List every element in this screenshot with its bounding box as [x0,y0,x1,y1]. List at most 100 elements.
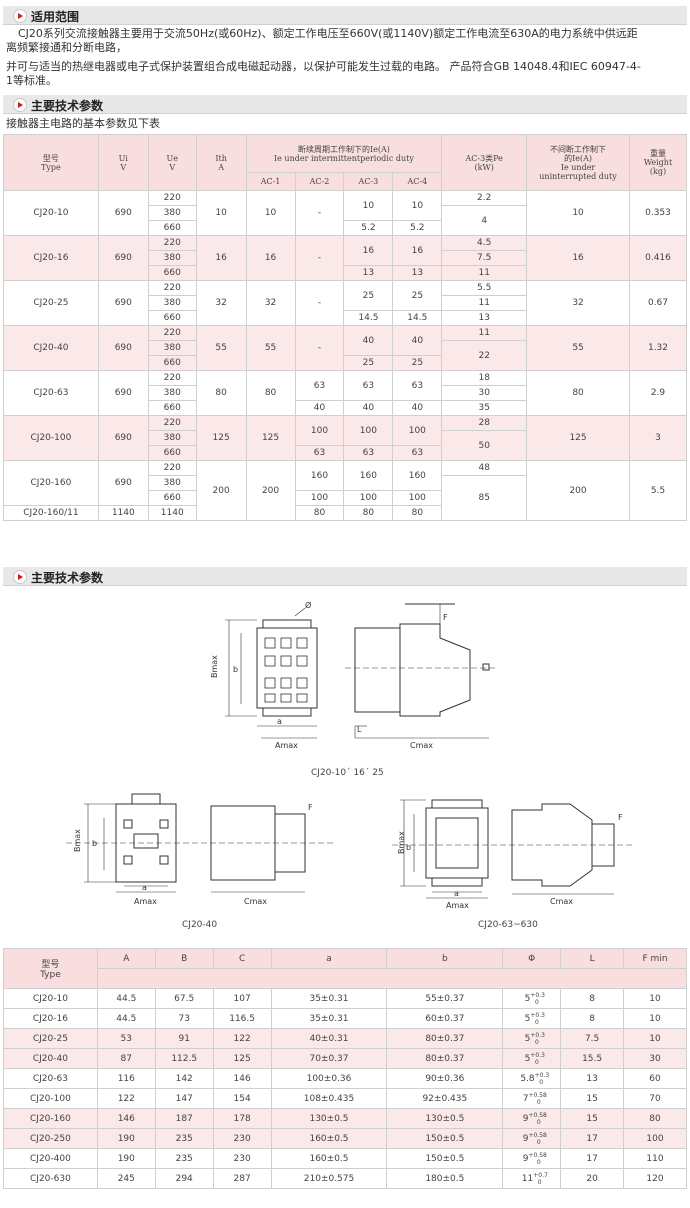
pe-cell: 13 [441,310,528,326]
phi-cell: 7+0.580 [502,1088,562,1109]
C-cell: 116.5 [212,1008,272,1029]
a-cell: 210±0.575 [270,1168,388,1189]
label-l: L [357,725,362,734]
B-cell: 235 [154,1148,214,1169]
ac4-cell: 100 [392,415,443,446]
A-cell: 190 [96,1148,156,1169]
pe-cell: 2.2 [441,190,528,206]
pe-cell: 22 [441,340,528,371]
phi-tolerance-lower: 0 [534,998,539,1006]
type-cell: CJ20-10 [3,988,98,1009]
scope-line-4: 1等标准。 [6,74,57,87]
ac2-cell: - [294,280,345,326]
A-cell: 44.5 [96,1008,156,1029]
col-type: 型号 Type [3,948,98,989]
L-cell: 17 [560,1148,625,1169]
weight-cell: 1.32 [628,325,688,371]
ac1-cell: 10 [245,190,296,236]
ac3-cell: 100 [343,490,394,506]
C-cell: 230 [212,1148,272,1169]
col-weight: 重量 Weight (kg) [628,134,688,191]
section-title: 主要技术参数 [31,571,104,585]
F-cell: 10 [623,988,687,1009]
type-cell: CJ20-250 [3,1128,98,1149]
ith-cell: 32 [195,280,247,326]
col-a: a [270,948,388,969]
type-cell: CJ20-16 [3,235,99,281]
pe-cell: 18 [441,370,528,386]
F-cell: 10 [623,1028,687,1049]
ui-cell: 690 [97,325,149,371]
section-header-params: 主要技术参数 [3,95,687,114]
weight-cell: 5.5 [628,460,688,521]
ac1-cell: 200 [245,460,296,521]
phi-tolerance-lower: 0 [534,1058,539,1066]
type-cell: CJ20-160/11 [3,505,99,521]
phi-tolerance-lower: 0 [534,1018,539,1026]
pe-cell: 5.5 [441,280,528,296]
type-cell: CJ20-10 [3,190,99,236]
ue-cell: 660 [147,445,197,461]
label-b: b [406,843,411,852]
arrow-bullet-icon [13,570,27,584]
ue-cell: 380 [147,340,197,356]
phi-cell: 5+0.30 [502,1008,562,1029]
type-cell: CJ20-100 [3,1088,98,1109]
col-ac1: AC-1 [245,172,296,191]
ac4-cell: 63 [392,370,443,401]
phi-value: 7 [522,1093,529,1104]
A-cell: 146 [96,1108,156,1129]
ue-cell: 220 [147,325,197,341]
ac3-cell: 63 [343,445,394,461]
ue-cell: 660 [147,400,197,416]
ue-cell: 380 [147,475,197,491]
phi-value: 5 [524,1053,531,1064]
B-cell: 187 [154,1108,214,1129]
label-amax: Amax [134,897,157,906]
C-cell: 287 [212,1168,272,1189]
col-type: 型号 Type [3,134,99,191]
ue-cell: 660 [147,355,197,371]
ac4-cell: 63 [392,445,443,461]
label-a: a [454,889,459,898]
a-cell: 35±0.31 [270,1008,388,1029]
ac4-cell: 25 [392,280,443,311]
ue-cell: 380 [147,295,197,311]
col-ac4: AC-4 [392,172,443,191]
ui-cell: 690 [97,190,149,236]
scope-line-3: 并可与适当的热继电器或电子式保护装置组合成电磁起动器，以保护可能发生过载的电路。… [6,60,641,73]
pe-cell: 7.5 [441,250,528,266]
uninterrupted-cell: 55 [526,325,630,371]
C-cell: 107 [212,988,272,1009]
phi-tolerance-lower: 0 [537,1178,542,1186]
L-cell: 8 [560,988,625,1009]
phi-cell: 5+0.30 [502,988,562,1009]
weight-cell: 2.9 [628,370,688,416]
ue-cell: 660 [147,310,197,326]
col-B: B [154,948,214,969]
C-cell: 154 [212,1088,272,1109]
B-cell: 147 [154,1088,214,1109]
drawing-cj20-63-630: Bmax b a Amax Cmax F [392,799,632,910]
b-cell: 180±0.5 [386,1168,504,1189]
phi-cell: 5+0.30 [502,1048,562,1069]
scope-line-2: 离频繁接通和分断电路， [6,41,127,54]
ue-cell: 220 [147,370,197,386]
A-cell: 116 [96,1068,156,1089]
ue-cell: 660 [147,220,197,236]
col-ac3: AC-3 [343,172,394,191]
label-amax: Amax [446,901,469,910]
main-circuit-params-table: 型号 Type Ui V Ue V Ith A 断续周期工作制下的Ie(A) I… [3,134,688,521]
A-cell: 122 [96,1088,156,1109]
ac4-cell: 10 [392,190,443,221]
ue-cell: 380 [147,385,197,401]
phi-value: 5 [524,993,531,1004]
uninterrupted-cell: 10 [526,190,630,236]
uninterrupted-cell: 200 [526,460,630,521]
ac1-cell: 16 [245,235,296,281]
